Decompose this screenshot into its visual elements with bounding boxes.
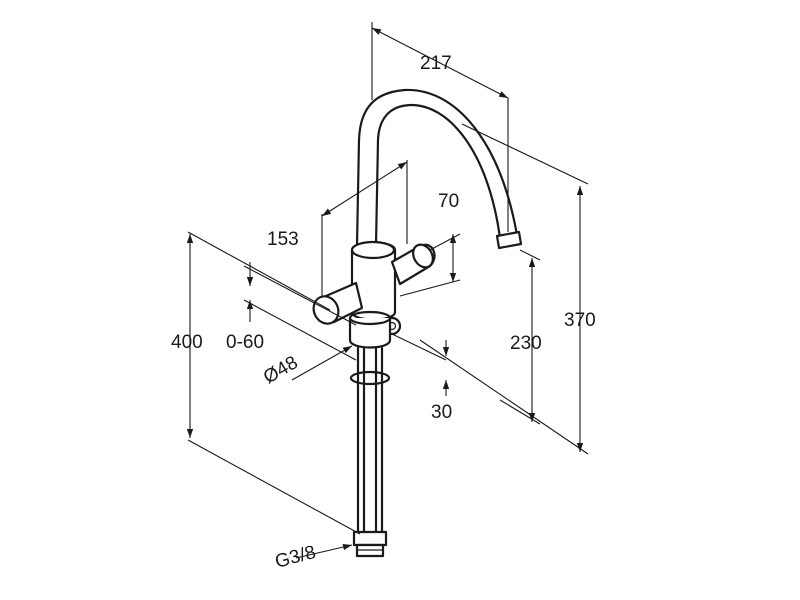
label-g3-8: G3/8 xyxy=(273,542,318,573)
label-153: 153 xyxy=(267,229,299,250)
base xyxy=(348,318,392,349)
handle-left-cap xyxy=(312,295,340,325)
spout xyxy=(355,88,519,247)
faucet-outline xyxy=(312,88,523,558)
label-230: 230 xyxy=(510,333,542,354)
label-0-60: 0-60 xyxy=(226,332,264,353)
dimension-lines xyxy=(186,22,589,559)
spout-collar xyxy=(350,240,396,260)
connector xyxy=(352,530,388,547)
spout-tip xyxy=(495,230,523,250)
supply-hoses xyxy=(356,346,384,534)
mounting-ring xyxy=(349,370,391,386)
label-400: 400 xyxy=(171,332,203,353)
label-70: 70 xyxy=(438,191,459,212)
label-30: 30 xyxy=(431,402,452,423)
label-217: 217 xyxy=(420,53,452,74)
label-370: 370 xyxy=(564,310,596,331)
label-diameter-48: Ø48 xyxy=(260,352,302,388)
handle-right-cap xyxy=(412,243,434,269)
